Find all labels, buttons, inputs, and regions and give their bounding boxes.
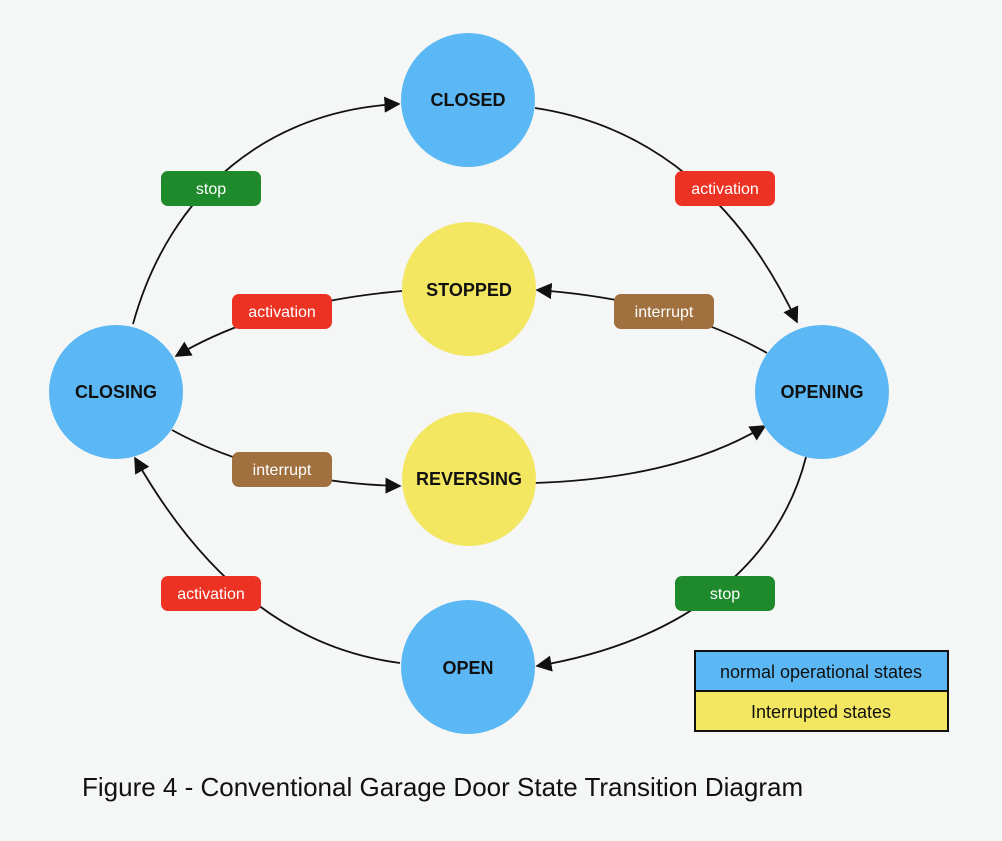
edge-closed-to-opening bbox=[534, 107, 799, 324]
state-reversing: REVERSING bbox=[402, 412, 536, 546]
state-open-label: OPEN bbox=[442, 658, 493, 678]
svg-text:stop: stop bbox=[710, 586, 740, 603]
svg-text:interrupt: interrupt bbox=[253, 462, 312, 479]
edge-open-to-closing bbox=[134, 456, 401, 664]
state-closing-label: CLOSING bbox=[75, 382, 157, 402]
state-closed-label: CLOSED bbox=[430, 90, 505, 110]
state-reversing-label: REVERSING bbox=[416, 469, 522, 489]
transition-label-closed-to-opening: activation bbox=[675, 171, 775, 206]
transition-label-stopped-to-closing: activation bbox=[232, 294, 332, 329]
figure-caption: Figure 4 - Conventional Garage Door Stat… bbox=[82, 772, 804, 802]
transition-label-opening-to-open: stop bbox=[675, 576, 775, 611]
transition-label-opening-to-stopped: interrupt bbox=[614, 294, 714, 329]
transition-label-closing-to-reversing: interrupt bbox=[232, 452, 332, 487]
transition-label-closing-to-closed: stop bbox=[161, 171, 261, 206]
state-open: OPEN bbox=[401, 600, 535, 734]
svg-text:activation: activation bbox=[691, 181, 759, 198]
legend: normal operational states Interrupted st… bbox=[694, 650, 949, 732]
legend-normal-label: normal operational states bbox=[720, 662, 922, 682]
state-stopped: STOPPED bbox=[402, 222, 536, 356]
transition-label-open-to-closing: activation bbox=[161, 576, 261, 611]
legend-interrupted-label: Interrupted states bbox=[751, 702, 891, 722]
svg-text:activation: activation bbox=[248, 304, 316, 321]
state-stopped-label: STOPPED bbox=[426, 280, 512, 300]
svg-text:interrupt: interrupt bbox=[635, 304, 694, 321]
edge-reversing-to-opening bbox=[534, 425, 767, 484]
svg-text:stop: stop bbox=[196, 181, 226, 198]
state-closed: CLOSED bbox=[401, 33, 535, 167]
edge-closing-to-closed bbox=[132, 96, 401, 325]
svg-text:activation: activation bbox=[177, 586, 245, 603]
state-closing: CLOSING bbox=[49, 325, 183, 459]
edge-opening-to-open bbox=[535, 456, 807, 672]
state-opening-label: OPENING bbox=[780, 382, 863, 402]
state-opening: OPENING bbox=[755, 325, 889, 459]
